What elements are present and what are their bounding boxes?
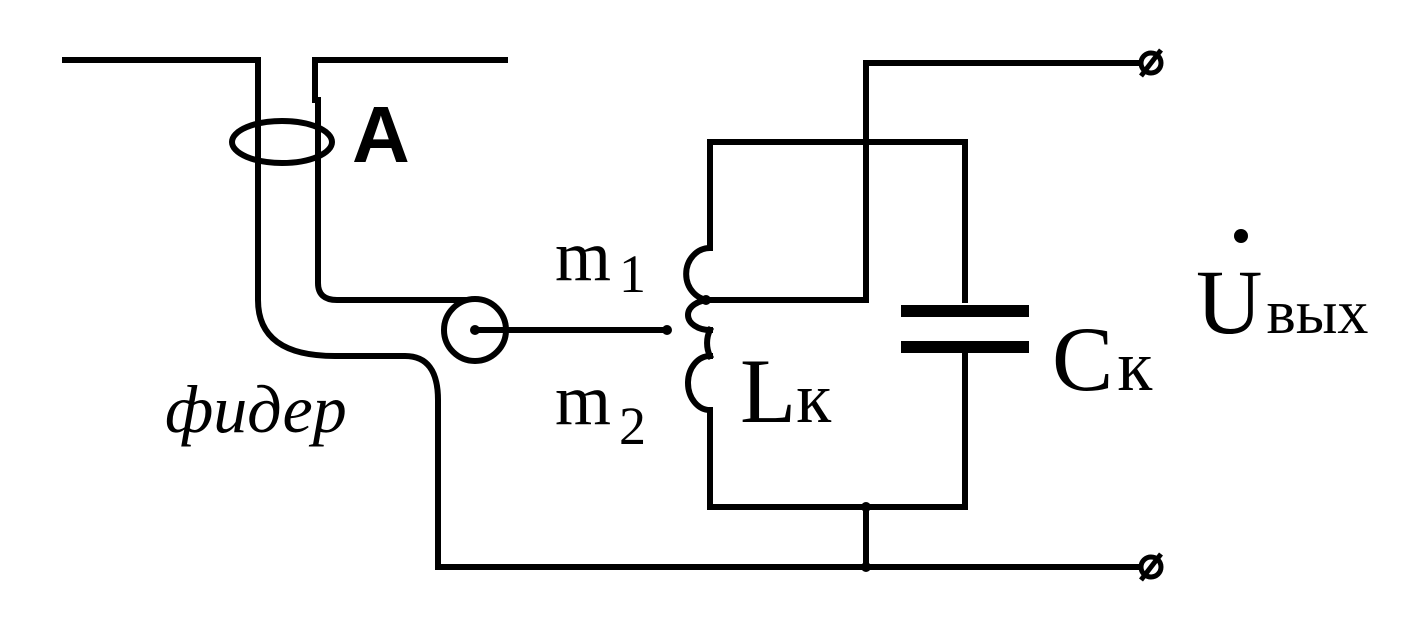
antenna xyxy=(62,57,508,103)
capacitor-label: Cк xyxy=(1052,308,1153,410)
output-voltage-dot-accent xyxy=(1234,229,1248,243)
tank-top-wire xyxy=(707,139,968,303)
inductor-lk xyxy=(683,139,715,510)
inductor-label: Lк xyxy=(740,340,832,442)
antenna-label: A xyxy=(352,90,410,179)
output-terminal-top xyxy=(1138,48,1164,78)
tank-bottom-wire xyxy=(707,350,968,510)
feeder-label: фидер xyxy=(165,371,347,447)
current-transformer-ring xyxy=(229,118,335,166)
capacitor-ck xyxy=(901,305,1029,353)
tap-junction-dot xyxy=(662,325,672,335)
output-top-wire xyxy=(703,60,1143,303)
junction-dot-bottom-inner xyxy=(861,502,871,512)
output-voltage-label: Uвых xyxy=(1196,251,1368,353)
junction-dot-bottom-outer xyxy=(861,562,871,572)
output-terminal-bottom xyxy=(1138,552,1164,582)
feeder xyxy=(255,97,473,570)
